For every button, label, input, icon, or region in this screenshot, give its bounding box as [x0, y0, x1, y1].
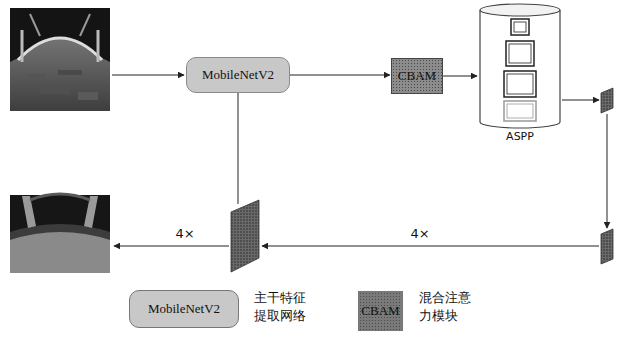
flow-connector [290, 75, 390, 76]
flow-arrow [607, 114, 608, 228]
skip-line [238, 93, 239, 204]
scale-label: 4× [408, 226, 431, 241]
dilated-conv-square [504, 101, 536, 121]
dilated-conv-square [506, 41, 534, 66]
legend-sample-label: MobileNetV2 [148, 301, 220, 317]
scale-label: 4× [173, 226, 196, 241]
backbone-box: MobileNetV2 [186, 57, 290, 93]
legend-swatch: MobileNetV2 [129, 290, 239, 328]
feature-map [601, 229, 613, 264]
upsample-arrow [114, 246, 229, 247]
dilated-conv-square [504, 71, 536, 97]
flow-arrow [562, 100, 599, 101]
flow-arrow [112, 75, 184, 76]
node-label: CBAM [398, 68, 436, 84]
node-label: MobileNetV2 [202, 67, 274, 83]
feature-map [231, 200, 259, 272]
legend-text: 主干特征 提取网络 [254, 289, 314, 324]
dilated-conv-square [511, 19, 529, 35]
node-label: ASPP [478, 130, 562, 143]
attention-box: CBAM [391, 58, 443, 94]
aspp-cylinder: ASPP [478, 2, 562, 148]
legend-sample-label: CBAM [361, 303, 399, 319]
upsample-arrow [262, 246, 599, 247]
legend-text: 混合注意 力模块 [419, 289, 479, 324]
feature-map [601, 88, 613, 113]
legend-swatch: CBAM [358, 291, 403, 331]
input-image [10, 8, 110, 111]
output-image [10, 194, 110, 273]
cylinder-outline [478, 2, 562, 130]
flow-connector [443, 76, 477, 77]
